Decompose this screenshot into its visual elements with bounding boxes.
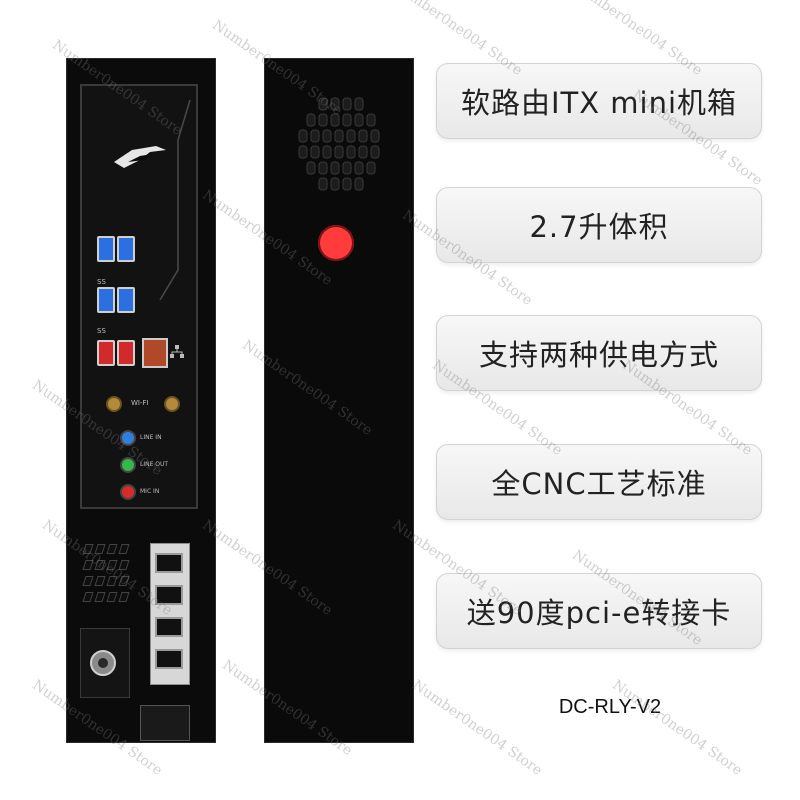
audio-label-mic-in: MIC IN [140, 488, 160, 495]
usb-port-icon [117, 287, 135, 313]
feature-pill-cnc: 全CNC工艺标准 [436, 444, 762, 520]
network-symbol-icon [170, 345, 184, 358]
watermark: Number0ne004 Store [409, 677, 546, 779]
usb-port-icon [117, 236, 135, 262]
audio-label-line-in: LINE IN [140, 434, 162, 441]
usb-port-icon [117, 340, 135, 366]
wifi-antenna-icon [106, 396, 122, 412]
audio-jack-icon [120, 457, 136, 473]
usb-port-icon [97, 340, 115, 366]
io-shield-trace-lines [159, 100, 191, 300]
usb-ss-label: SS [97, 278, 106, 286]
wifi-label: WI-FI [131, 399, 149, 407]
ethernet-port-icon [155, 649, 183, 669]
model-number: DC-RLY-V2 [558, 696, 662, 718]
power-button-icon [318, 225, 354, 261]
ethernet-port-icon [155, 585, 183, 605]
feature-pill-itx-case: 软路由ITX mini机箱 [436, 63, 762, 139]
pcie-bracket [140, 705, 190, 741]
usb-port-icon [97, 236, 115, 262]
ethernet-port-icon [155, 617, 183, 637]
rog-logo-icon [114, 146, 166, 168]
feature-pill-adapter-card: 送90度pci-e转接卡 [436, 573, 762, 649]
usb-port-icon [97, 287, 115, 313]
feature-pill-volume: 2.7升体积 [436, 187, 762, 263]
wifi-antenna-icon [164, 396, 180, 412]
honeycomb-vent-icon [298, 97, 380, 191]
usb-ss-label: SS [97, 327, 106, 335]
dc-power-jack-icon [90, 650, 116, 676]
ethernet-port-icon [155, 553, 183, 573]
audio-jack-icon [120, 484, 136, 500]
audio-jack-icon [120, 430, 136, 446]
ethernet-port-icon [142, 338, 168, 368]
feature-pill-power-modes: 支持两种供电方式 [436, 315, 762, 391]
watermark: Number0ne004 Store [609, 677, 746, 779]
audio-label-line-out: LINE OUT [140, 461, 169, 468]
